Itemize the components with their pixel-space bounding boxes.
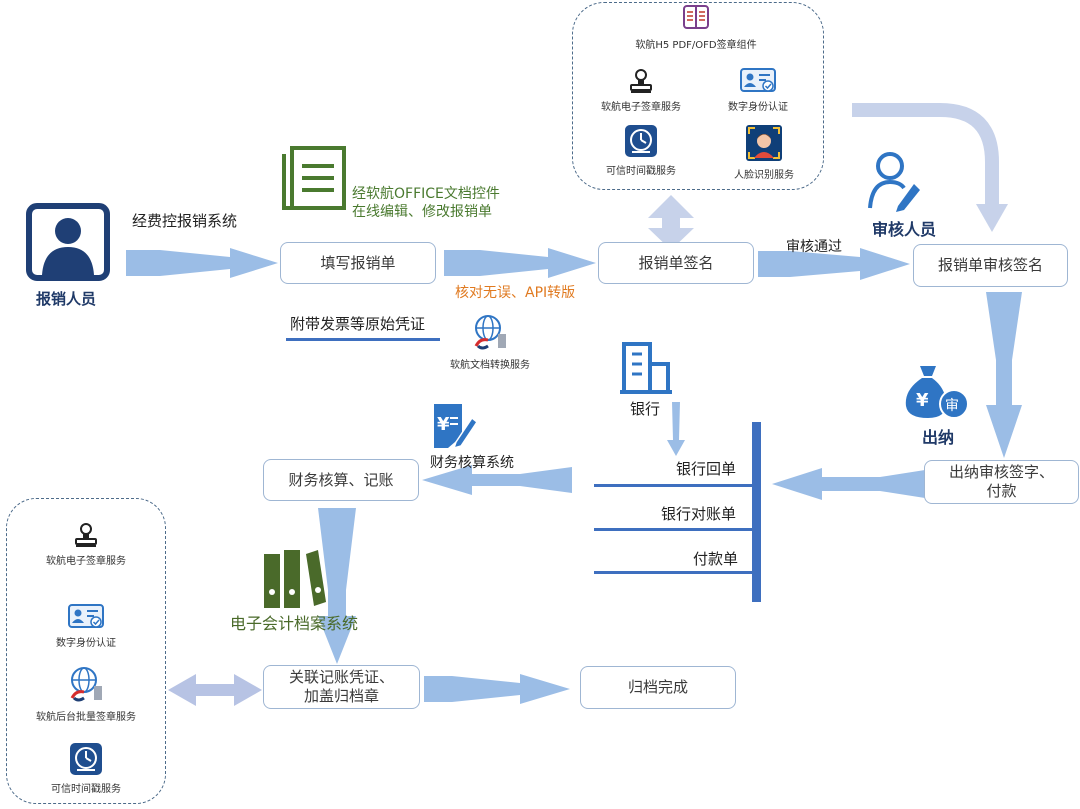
arrow-archive-to-done [424,674,570,704]
bank-doc-payment: 付款单 [693,550,739,568]
arrow-review-to-cashier [986,292,1022,458]
left-panel-batch-seal: 软航后台批量签章服务 [16,664,156,723]
arrow-sign-panel-double [648,195,694,250]
office-control-label: 经软航OFFICE文档控件 在线编辑、修改报销单 [352,186,500,221]
clock-icon [625,125,657,157]
office-control-line2: 在线编辑、修改报销单 [352,203,492,220]
bank-docs-divider [752,422,761,602]
top-panel-pdf-component: 软航H5 PDF/OFD签章组件 [596,4,796,51]
finance-box[interactable]: 财务核算、记账 [263,459,419,501]
sign-form-box[interactable]: 报销单签名 [598,242,754,284]
left-panel-identity: 数字身份认证 [24,604,148,649]
left-panel-batch-label: 软航后台批量签章服务 [36,712,136,723]
left-panel-timestamp: 可信时间戳服务 [24,742,148,795]
money-bag-icon: ¥ 审 [905,366,969,419]
clock-icon [70,743,102,775]
finance-doc-icon: ¥ [434,404,478,450]
svg-text:¥: ¥ [916,390,929,411]
attach-label: 附带发票等原始凭证 [290,315,426,333]
arrow-bank-icon-down [667,402,685,456]
bank-doc-receipt-line [594,484,752,487]
left-service-panel [6,498,166,804]
bank-doc-payment-line [594,571,752,574]
auditor-icon [868,152,920,212]
top-panel-seal-label: 软航电子签章服务 [601,102,681,113]
left-panel-seal-label: 软航电子签章服务 [46,556,126,567]
top-panel-seal-service: 软航电子签章服务 [586,68,696,113]
arrow-bank-to-finance [422,465,572,495]
id-card-icon [68,604,104,628]
bank-icon [620,342,672,394]
cashier-sign-box[interactable]: 出纳审核签字、 付款 [924,460,1079,504]
globe-icon [474,315,506,350]
auditor-label: 审核人员 [872,220,937,239]
bank-doc-receipt: 银行回单 [676,460,737,478]
arrow-panel-to-review [852,103,999,206]
id-card-icon [740,68,776,92]
archive-box-line2: 加盖归档章 [303,687,379,705]
top-panel-pdf-label: 软航H5 PDF/OFD签章组件 [635,40,757,51]
top-panel-identity: 数字身份认证 [708,68,808,113]
book-icon [683,5,709,29]
bank-doc-statement: 银行对账单 [661,505,737,523]
attach-underline [286,338,440,341]
reporter-label: 报销人员 [36,290,97,308]
globe-icon [70,667,102,702]
left-panel-identity-label: 数字身份认证 [56,638,116,649]
face-recognition-icon [746,125,782,161]
top-panel-timestamp-label: 可信时间戳服务 [606,166,676,177]
archive-box[interactable]: 关联记账凭证、 加盖归档章 [263,665,420,709]
svg-text:¥: ¥ [437,414,450,435]
bank-label: 银行 [630,400,661,418]
svg-text:审: 审 [945,398,959,414]
seal-stamp-icon [75,523,97,547]
arrow-panel-to-review-head [976,204,1008,232]
arrow-cashier-to-bank [772,468,925,500]
cashier-label: 出纳 [922,428,955,447]
fill-form-box[interactable]: 填写报销单 [280,242,436,284]
arrow-sign-to-review [758,248,910,280]
approved-label: 审核通过 [786,239,842,255]
review-sign-box[interactable]: 报销单审核签名 [913,244,1068,287]
system-label: 经费控报销系统 [132,212,238,230]
cashier-box-line2: 付款 [986,482,1017,500]
top-panel-face: 人脸识别服务 [714,124,814,181]
top-panel-face-label: 人脸识别服务 [734,170,794,181]
arrow-finance-to-archive [318,508,356,664]
archive-done-box[interactable]: 归档完成 [580,666,736,709]
cashier-box-line1: 出纳审核签字、 [948,463,1054,482]
bank-doc-statement-line [594,528,752,531]
top-panel-identity-label: 数字身份认证 [728,102,788,113]
office-control-line1: 经软航OFFICE文档控件 [352,186,500,202]
arrow-fill-to-sign [444,248,596,278]
archive-binders-icon [264,550,326,608]
document-icon [282,146,346,210]
convert-service: 软航文档转换服务 [440,312,540,371]
convert-service-label: 软航文档转换服务 [450,360,530,371]
finance-system-label: 财务核算系统 [430,455,514,471]
left-panel-timestamp-label: 可信时间戳服务 [51,784,121,795]
top-panel-timestamp: 可信时间戳服务 [586,124,696,177]
verify-api-label: 核对无误、API转版 [455,285,576,301]
arrow-left-panel-double [168,674,262,706]
left-panel-seal-service: 软航电子签章服务 [24,522,148,567]
archive-system-label: 电子会计档案系统 [230,614,359,633]
archive-box-line1: 关联记账凭证、 [288,668,394,687]
top-service-panel [572,2,824,190]
reporter-icon [26,203,110,281]
arrow-reporter-to-fill [126,248,278,278]
seal-stamp-icon [630,69,652,93]
